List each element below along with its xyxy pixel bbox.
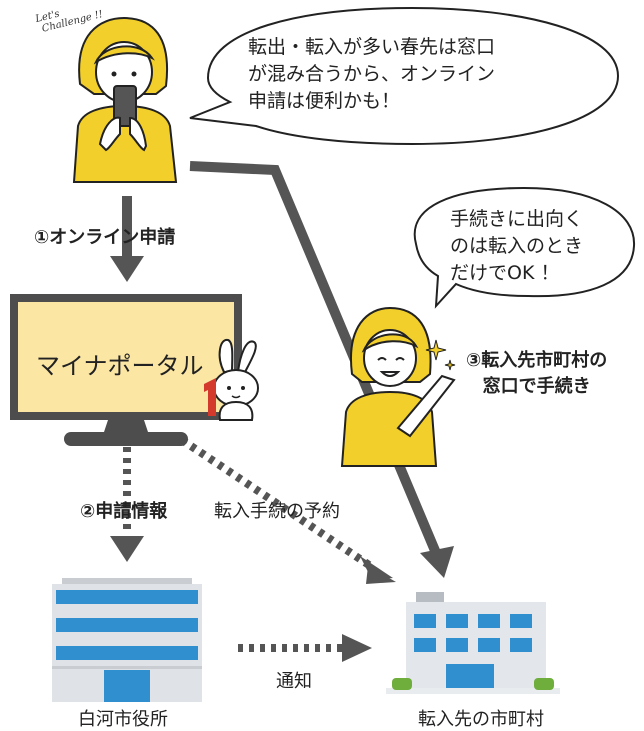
reservation-label: 転入手続の予約 [214, 501, 340, 522]
notify-label: 通知 [276, 671, 312, 692]
pointing-person-illustration [340, 306, 456, 467]
bubble-right-line3: だけでOK ！ [450, 262, 560, 284]
destination-office-building [386, 592, 560, 694]
step3-line1: ③転入先市町村の [466, 350, 608, 371]
step1-label: ①オンライン申請 [34, 227, 176, 248]
step3-label: ③転入先市町村の 窓口で手続き [466, 346, 607, 398]
speech-bubble-right-text: 手続きに出向く のは転入のとき だけでOK ！ [450, 206, 583, 287]
person-with-phone-illustration [72, 16, 178, 183]
shirakawa-office-building [52, 578, 202, 702]
bubble-right-line1: 手続きに出向く [450, 208, 584, 230]
arrow-reservation [179, 436, 396, 584]
speech-bubble-top-text: 転出・転入が多い春先は窓口 が混み合うから、オンライン 申請は便利かも！ [248, 34, 495, 115]
bubble-top-line3: 申請は便利かも！ [248, 90, 401, 112]
arrow-notification [238, 634, 372, 662]
bubble-right-line2: のは転入のとき [450, 235, 584, 257]
arrow-online-application [110, 196, 144, 282]
portal-label: マイナポータル [36, 352, 204, 380]
office-left-label: 白河市役所 [78, 709, 168, 730]
monitor-illustration [10, 294, 242, 446]
step2-label: ②申請情報 [80, 501, 168, 522]
bubble-top-line2: が混み合うから、オンライン [248, 63, 496, 85]
office-right-label: 転入先の市町村 [418, 709, 544, 730]
arrow-application-info [110, 436, 144, 562]
rabbit-mascot-illustration [204, 338, 259, 421]
bubble-top-line1: 転出・転入が多い春先は窓口 [248, 36, 496, 58]
step3-line2: 窓口で手続き [482, 376, 591, 397]
